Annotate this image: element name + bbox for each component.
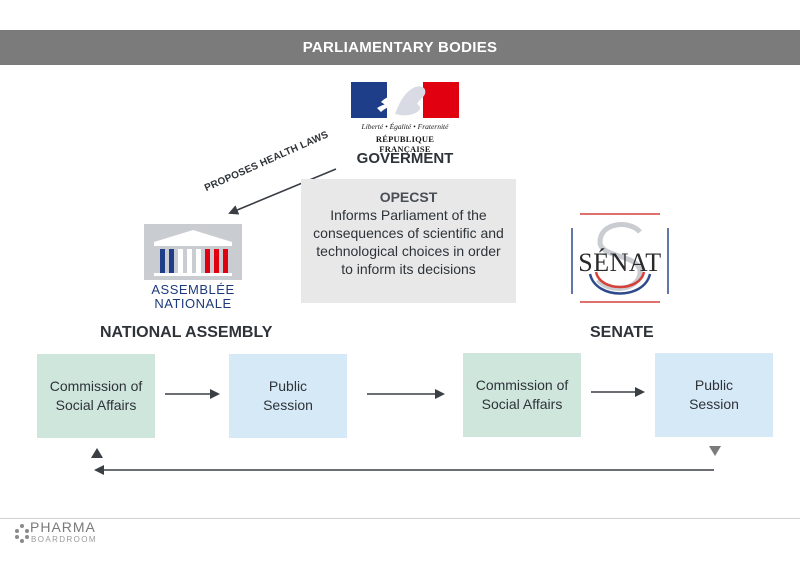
government-motto: Liberté • Égalité • Fraternité: [361, 122, 449, 131]
assembly-session-box: Public Session: [229, 354, 347, 438]
pharma-dots-icon: [15, 524, 29, 543]
assembly-logo-line2: NATIONALE: [154, 296, 232, 311]
marianne-flag-icon: [351, 82, 459, 118]
opecst-box: OPECST Informs Parliament of the consequ…: [301, 179, 516, 303]
senat-logo: SÉNAT: [570, 210, 670, 306]
government-title: GOVERMENT: [356, 150, 454, 167]
senate-commission-label: Commission of Social Affairs: [475, 377, 569, 412]
opecst-description: Informs Parliament of the consequences o…: [313, 207, 504, 277]
footer-brand: PHARMA: [30, 519, 96, 535]
senat-logo-word: SÉNAT: [578, 248, 662, 277]
opecst-title: OPECST: [379, 189, 438, 205]
down-triangle-marker: [709, 446, 721, 456]
senate-commission-box: Commission of Social Affairs: [463, 353, 581, 437]
assembly-session-label: Public Session: [263, 378, 313, 413]
government-logo: Liberté • Égalité • Fraternité RÉPUBLIQU…: [351, 82, 459, 154]
senate-title: SENATE: [590, 324, 654, 341]
assemblee-nationale-logo: ASSEMBLÉE NATIONALE: [144, 224, 242, 311]
senate-session-label: Public Session: [689, 377, 739, 412]
footer-divider: [0, 518, 800, 519]
senate-session-box: Public Session: [655, 353, 773, 437]
senat-emblem-icon: [571, 213, 669, 303]
assembly-building-icon: [144, 224, 242, 280]
footer-subbrand: BOARDROOM: [31, 535, 97, 544]
assembly-commission-label: Commission of Social Affairs: [49, 378, 143, 413]
assembly-title: NATIONAL ASSEMBLY: [100, 324, 273, 341]
header-bar: PARLIAMENTARY BODIES: [0, 30, 800, 65]
assembly-logo-line1: ASSEMBLÉE: [151, 282, 235, 297]
assembly-commission-box: Commission of Social Affairs: [37, 354, 155, 438]
government-republic: RÉPUBLIQUE FRANÇAISE: [375, 134, 435, 154]
page-title: PARLIAMENTARY BODIES: [302, 39, 498, 56]
up-triangle-marker: [91, 448, 103, 458]
